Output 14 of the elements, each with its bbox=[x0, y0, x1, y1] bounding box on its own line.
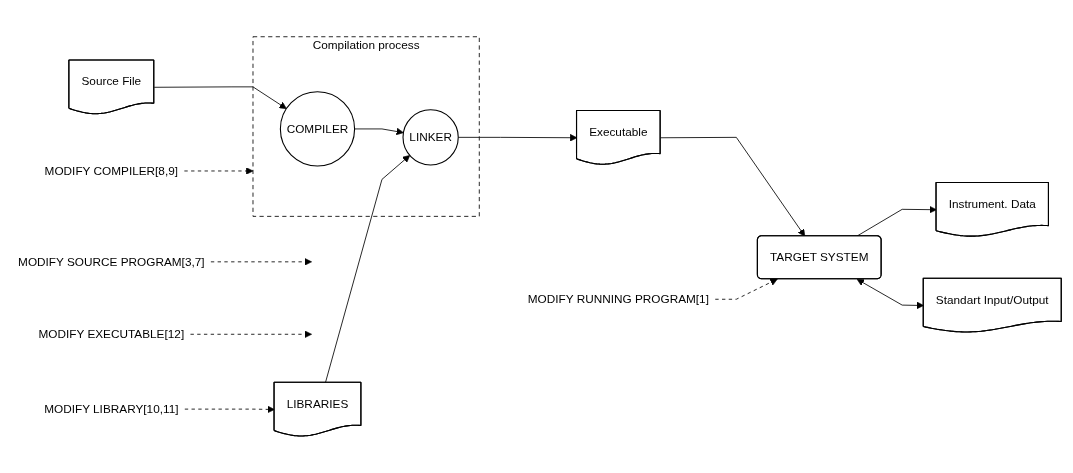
note-text: MODIFY EXECUTABLE[12] bbox=[38, 327, 185, 341]
document-shape: LIBRARIES bbox=[273, 381, 362, 437]
note-text: MODIFY LIBRARY[10,11] bbox=[44, 402, 179, 416]
document-shape: Executable bbox=[576, 110, 661, 165]
process-circle: LINKER bbox=[402, 109, 459, 166]
system-box: TARGET SYSTEM bbox=[756, 235, 882, 280]
process-circle: COMPILER bbox=[279, 91, 356, 167]
note-text: MODIFY RUNNING PROGRAM[1] bbox=[527, 292, 709, 306]
document-shape: Source File bbox=[68, 59, 155, 115]
note-text: MODIFY COMPILER[8,9] bbox=[44, 164, 179, 178]
arrow bbox=[856, 279, 924, 310]
document-shape: Standart Input/Output bbox=[922, 277, 1062, 333]
note-text: MODIFY SOURCE PROGRAM[3,7] bbox=[18, 254, 205, 269]
document-shape: Instrument. Data bbox=[935, 182, 1049, 237]
